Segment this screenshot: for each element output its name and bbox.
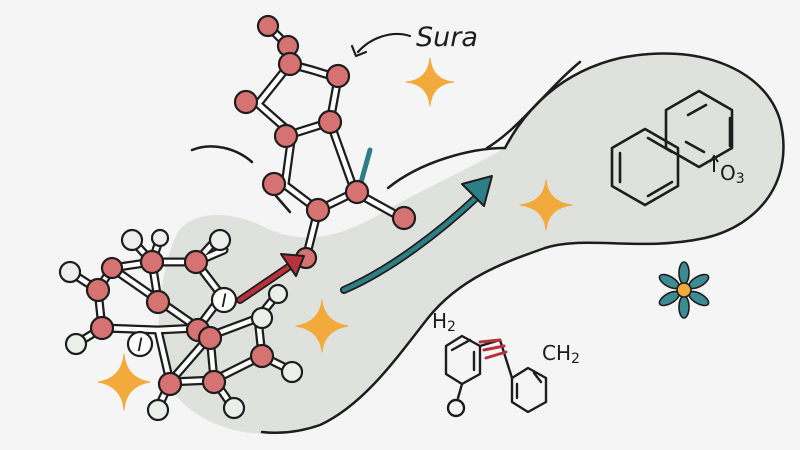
accent-stroke-small — [274, 194, 292, 214]
left-cage-molecule — [58, 228, 304, 422]
top-chain-atoms — [233, 14, 417, 270]
flower-icon — [658, 261, 710, 319]
sparkle-middle — [295, 299, 349, 353]
accent-stroke-left — [190, 145, 254, 164]
sparkle-top — [405, 57, 455, 107]
top-chain-molecule — [233, 14, 417, 270]
naphthalene-structure — [610, 89, 734, 207]
iodine-label-1: I — [221, 290, 227, 312]
red-reaction-arrow — [236, 253, 305, 304]
sparkle-right — [519, 179, 573, 231]
teal-reaction-arrow — [340, 175, 493, 294]
blob-outline-top — [386, 146, 507, 190]
blob-outline-right — [260, 52, 785, 434]
label-o3: O3 — [720, 161, 745, 187]
background-blob — [158, 53, 784, 435]
teal-bond-accent — [357, 147, 373, 189]
curved-arrow-icon — [356, 32, 412, 54]
o3-bond-arrow — [709, 154, 719, 172]
iodine-label-2: I — [137, 334, 143, 356]
cage-atoms — [85, 249, 275, 397]
sparkle-left — [97, 353, 151, 411]
iodine-atom-2 — [126, 330, 154, 358]
label-sura: Sura — [416, 22, 478, 53]
label-h2: H2 — [432, 309, 456, 335]
arrowhead-sura — [350, 44, 368, 58]
cage-atoms-light — [58, 228, 304, 422]
sparkle-icon — [97, 57, 573, 411]
accent-stroke-top-right — [485, 60, 582, 150]
label-ch2: CH2 — [542, 341, 580, 367]
bottom-structure — [444, 334, 548, 418]
red-wedge-bond — [478, 338, 508, 360]
